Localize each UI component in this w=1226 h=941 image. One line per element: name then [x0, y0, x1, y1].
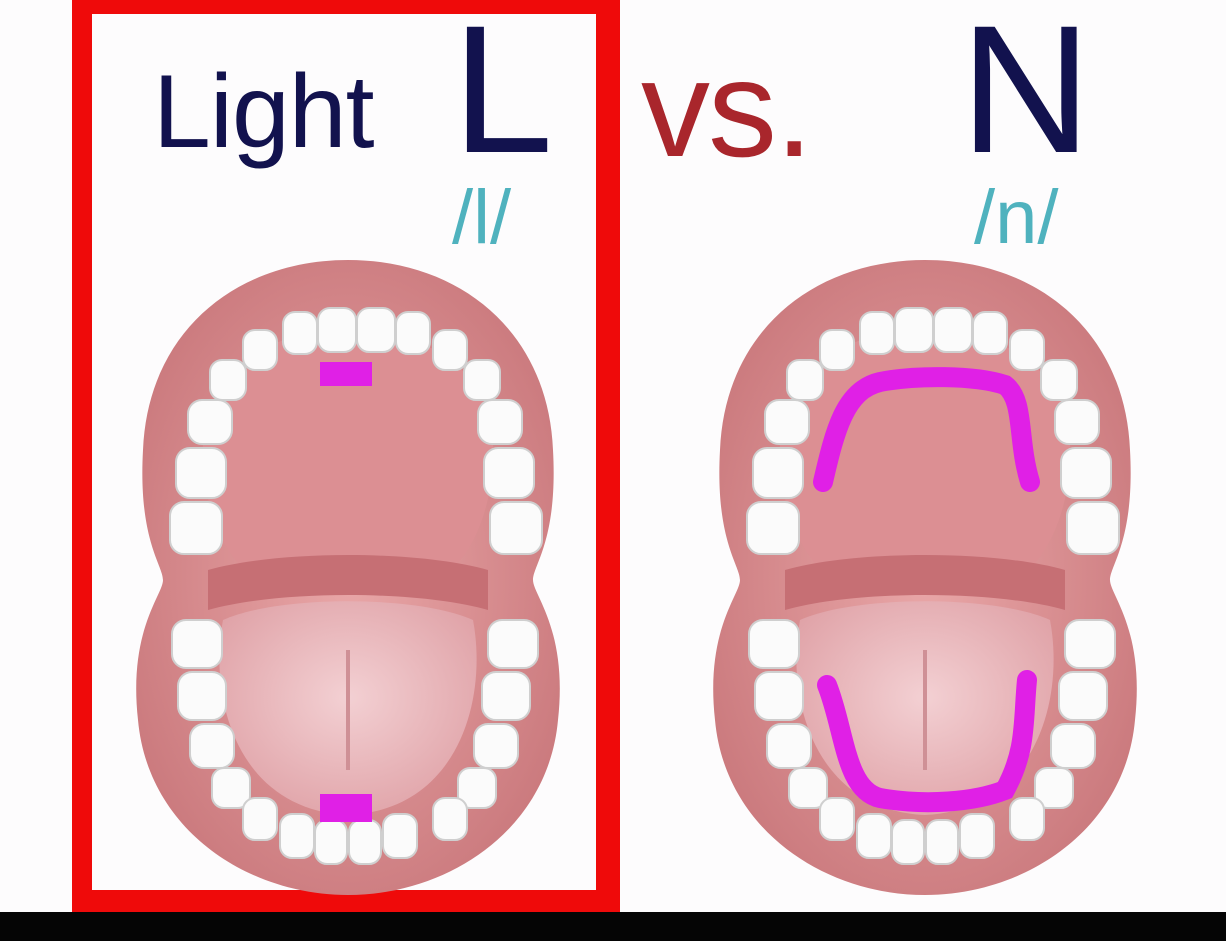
title-vs: vs.: [641, 32, 813, 186]
contact-curve-lower: [817, 670, 1037, 813]
contact-curve-upper: [813, 367, 1040, 492]
lower-teeth: [748, 619, 1116, 865]
throat: [785, 555, 1065, 610]
title-light-word: Light: [153, 54, 375, 170]
title-letter-n: N: [960, 0, 1092, 191]
throat: [208, 555, 488, 610]
mouth-diagram-light-l: [136, 260, 560, 895]
phoneme-l: /l/: [452, 175, 512, 260]
upper-palate: [202, 330, 494, 585]
title-letter-l: L: [452, 0, 554, 191]
upper-teeth: [169, 307, 543, 555]
contact-mark-upper: [320, 362, 372, 386]
upper-teeth: [746, 307, 1120, 555]
lower-teeth: [171, 619, 539, 865]
contact-mark-lower: [320, 794, 372, 822]
bottom-bar: [0, 912, 1226, 941]
phoneme-n: /n/: [974, 175, 1059, 260]
mouth-diagram-n: [713, 260, 1137, 895]
